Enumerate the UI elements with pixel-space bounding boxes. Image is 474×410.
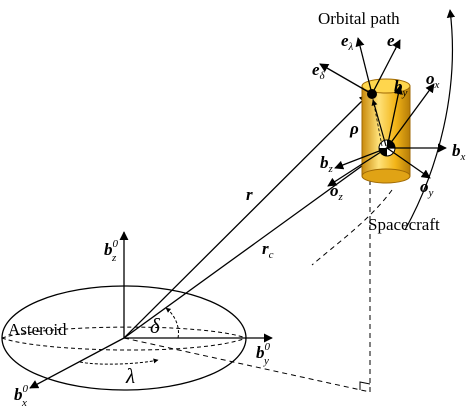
orbital-path-curve xyxy=(404,9,456,231)
r-label: r xyxy=(246,185,253,204)
asteroid-label: Asteroid xyxy=(8,320,67,339)
rc-label: rc xyxy=(262,239,274,261)
o-x-label: ox xyxy=(426,69,440,91)
e-delta-label: eδ xyxy=(312,60,326,82)
asteroid-equator-dashed xyxy=(1,326,247,339)
e-r-vector xyxy=(371,39,401,95)
b-x-label: bx xyxy=(452,141,466,163)
delta-label: δ xyxy=(150,314,161,338)
lambda-arc xyxy=(79,358,159,365)
orbit-dashed-segment xyxy=(311,189,393,266)
b-z-vector xyxy=(334,147,388,170)
e-delta-vector xyxy=(319,63,373,95)
b-y-label: by xyxy=(394,77,408,99)
e-r-label: er xyxy=(387,31,400,53)
rc-vector xyxy=(123,149,385,339)
b-z-label: bz xyxy=(320,153,334,175)
lambda-label: λ xyxy=(125,364,135,388)
o-y-label: oy xyxy=(420,177,434,199)
right-angle-mark xyxy=(359,381,371,390)
b-y-vector xyxy=(386,85,403,149)
spacecraft-label: Spacecraft xyxy=(368,215,440,234)
o-z-label: oz xyxy=(330,181,344,203)
orbital-path-label: Orbital path xyxy=(318,9,400,28)
o-x-vector xyxy=(386,83,435,149)
r-vector xyxy=(123,94,369,339)
b0-x-axis xyxy=(29,337,125,389)
o-z-vector xyxy=(327,147,388,187)
dashed-connector xyxy=(371,93,383,147)
delta-arc xyxy=(165,307,179,339)
e-lambda-label: eλ xyxy=(341,31,354,53)
rho-label: ρ xyxy=(349,119,359,138)
e-lambda-vector xyxy=(355,37,373,95)
asteroid-equator-front xyxy=(1,337,247,351)
projection-line xyxy=(123,337,371,393)
rho-vector xyxy=(371,99,387,147)
o-y-vector xyxy=(386,147,431,179)
